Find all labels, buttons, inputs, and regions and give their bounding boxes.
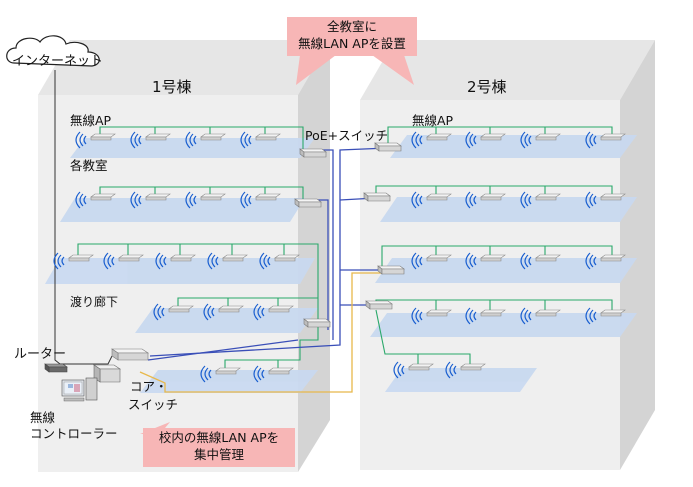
core-switch-icon — [111, 348, 149, 361]
cloud-icon — [6, 35, 100, 67]
building-2-side — [620, 40, 655, 470]
router-label: ルーター — [14, 347, 67, 362]
callout-bottom-line-1: 校内の無線LAN APを — [158, 430, 280, 445]
building-2-roof — [360, 40, 655, 100]
callout-top: 全教室に 無線LAN APを設置 — [287, 17, 417, 56]
core-switch-label-1: コア・ — [130, 379, 168, 394]
core-switch-label-2: スイッチ — [128, 397, 179, 412]
callout-top-line-1: 全教室に — [326, 19, 377, 34]
controller-label-1: 無線 — [30, 410, 56, 425]
building-1-ap-wiring — [77, 126, 319, 368]
classroom-label: 各教室 — [70, 158, 108, 173]
building-2-front — [360, 100, 620, 470]
callout-bottom: 校内の無線LAN APを 集中管理 — [143, 428, 295, 467]
callout-top-pointer-left — [296, 55, 336, 85]
callout-bottom-line-2: 集中管理 — [193, 447, 244, 462]
building-1-label: 1号棟 — [152, 78, 192, 96]
building-1-roof — [38, 40, 330, 95]
fiber-wiring — [139, 272, 382, 393]
ap-label-b1: 無線AP — [70, 113, 112, 128]
internet-label: インターネット — [12, 54, 104, 69]
building-2 — [360, 40, 655, 470]
corridor-label: 渡り廊下 — [70, 295, 119, 309]
building-1-side — [298, 40, 330, 472]
building-2-floor-tiles — [370, 135, 637, 392]
controller-label-2: コントローラー — [30, 426, 118, 441]
ap-label-b2: 無線AP — [412, 113, 454, 128]
building-2-label: 2号棟 — [467, 78, 507, 96]
poe-switch-label: PoE+スイッチ — [305, 128, 389, 143]
computer-icon — [61, 377, 98, 402]
router-icon — [44, 363, 68, 373]
controller-box-icon — [93, 364, 121, 383]
callout-top-pointer-right — [372, 55, 414, 85]
callout-top-line-2: 無線LAN APを設置 — [298, 36, 406, 51]
